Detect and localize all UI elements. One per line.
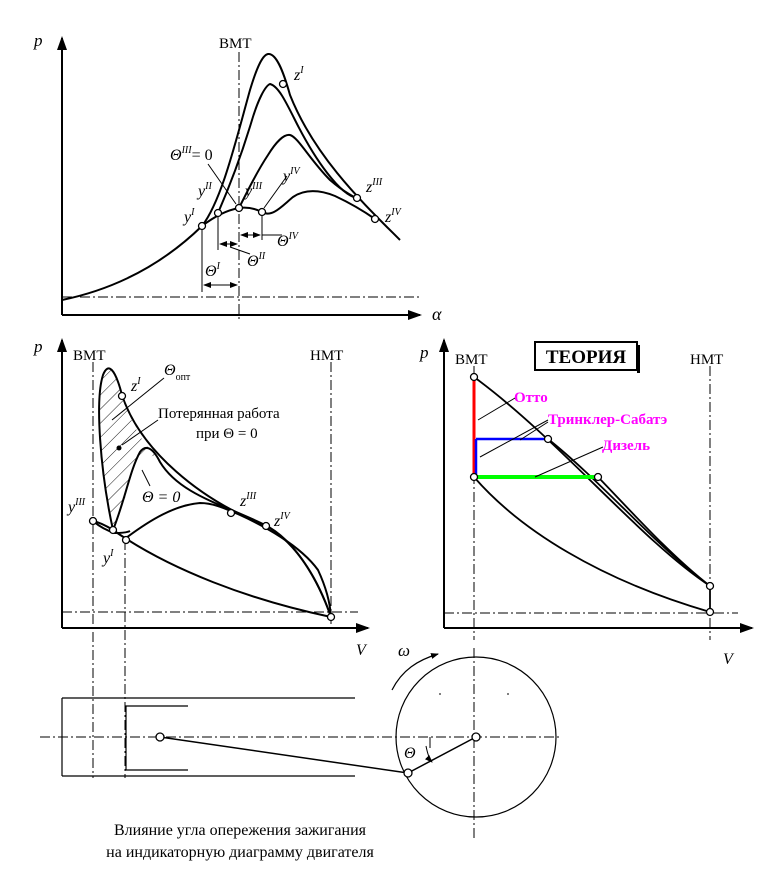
curve-I [201, 53, 401, 241]
point-diesel-end [593, 472, 603, 482]
point-compression-end [469, 472, 479, 482]
label-z3-top: zIII [365, 177, 383, 196]
bdc-label-left: НМТ [310, 348, 343, 364]
tdc-label-right: ВМТ [455, 352, 488, 368]
theory-title: ТЕОРИЯ [546, 347, 627, 368]
p-axis-label-right: p [419, 343, 429, 362]
label-theta-opt: Θопт [164, 362, 191, 383]
label-y1-top: yI [182, 207, 195, 226]
point-z4-left [261, 521, 271, 531]
point-otto-top [469, 372, 479, 382]
point-bdc-top [705, 581, 715, 591]
tdc-label-top: ВМТ [219, 36, 252, 52]
figure-caption: Влияние угла опережения зажигания на инд… [0, 820, 480, 864]
curve-IV [261, 190, 376, 220]
leader-otto [477, 397, 516, 421]
leader-sabathe-2 [519, 421, 549, 441]
point-y-mid-left [108, 525, 118, 535]
theory-title-box [534, 341, 638, 371]
label-theta-crank: Θ [404, 745, 416, 762]
leader-y4 [263, 175, 288, 209]
crank-circle [395, 656, 557, 818]
v-axis-label-left: V [356, 642, 368, 659]
point-z3-top [352, 193, 362, 203]
label-y3-top: yIII [243, 181, 263, 200]
label-y2-top: yII [196, 181, 212, 200]
leader-lost-work [121, 419, 159, 446]
pv-diagram-theory: p V ВМТ НМТ ТЕОРИЯ Отто Тринклер-Сабатэ … [419, 338, 754, 668]
curve-II [217, 82, 358, 214]
compression-line-left [92, 520, 332, 618]
point-z1-top [278, 79, 288, 89]
curve-zero-left [112, 446, 332, 618]
label-theta4: ΘIV [277, 231, 300, 250]
bdc-label-right: НМТ [690, 352, 723, 368]
label-z1-left: zI [130, 376, 141, 395]
expansion-diesel [597, 476, 711, 587]
point-y3-left [88, 516, 98, 526]
point-y1-left [121, 535, 131, 545]
label-z3-left: zIII [239, 491, 257, 510]
piston-pin [155, 732, 165, 742]
point-z1-left [117, 391, 127, 401]
point-y1-top [197, 221, 207, 231]
compression-curve [61, 206, 263, 301]
point-bdc-bottom [705, 607, 715, 617]
theory-title-box-shadow [637, 345, 640, 373]
crank-mechanism: Θ ω [40, 641, 560, 840]
crank-pin [403, 768, 413, 778]
theta-arc [424, 745, 433, 763]
lost-work-area [99, 368, 155, 530]
curve-late-left [125, 501, 332, 618]
p-axis-label-top: p [33, 31, 43, 50]
crank-center [471, 732, 481, 742]
omega-arrow [391, 653, 439, 691]
point-z3-left [226, 508, 236, 518]
leader-theta-opt [111, 377, 165, 421]
leader-theta-zero [141, 469, 151, 487]
label-z4-top: zIV [384, 207, 403, 226]
tdc-label-left: ВМТ [73, 348, 106, 364]
lost-work-dot [116, 445, 122, 451]
connecting-rod [159, 736, 409, 774]
caption-line-2: на индикаторную диаграмму двигателя [106, 844, 374, 861]
point-y2-top [213, 208, 223, 218]
pv-diagram-left: p V ВМТ НМТ zI zIII zIV yIII yI Θопт Пот… [33, 337, 370, 778]
compression-line-right [473, 476, 711, 613]
leader-diesel [534, 446, 604, 478]
label-theta3-zero: ΘIII= 0 [170, 145, 213, 164]
label-z1-top: zI [293, 65, 304, 84]
label-theta1: ΘI [205, 261, 221, 280]
lost-work-line2: при Θ = 0 [196, 426, 258, 442]
leader-theta3 [207, 163, 237, 205]
curve-III [238, 133, 358, 209]
label-diesel: Дизель [602, 438, 650, 454]
label-y3-left: yIII [66, 497, 86, 516]
label-theta2: ΘII [247, 251, 266, 270]
piston [125, 705, 188, 771]
p-axis-label-left: p [33, 337, 43, 356]
point-y4-top [257, 207, 267, 217]
caption-line-1: Влияние угла опережения зажигания [113, 822, 367, 839]
label-y1-left: yI [101, 548, 114, 567]
lost-work-line1: Потерянная работа [158, 406, 280, 422]
v-axis-label-right: V [723, 651, 735, 668]
point-y3-top [234, 203, 244, 213]
label-z4-left: zIV [273, 511, 292, 530]
label-theta-zero-left: Θ = 0 [142, 489, 180, 506]
point-bdc-left [326, 612, 336, 622]
label-y4-top: yIV [281, 166, 301, 185]
alpha-axis-label: α [432, 304, 442, 324]
label-sabathe: Тринклер-Сабатэ [548, 412, 667, 428]
p-alpha-diagram: p α ВМТ zI zIII zIV yI yII yIII yIV ΘIII… [33, 31, 442, 324]
point-z4-top [370, 214, 380, 224]
label-omega: ω [398, 641, 410, 660]
leader-theta2 [229, 246, 251, 255]
crank-arm [407, 736, 477, 774]
leader-sabathe-1 [479, 419, 549, 458]
point-sabathe-end [543, 434, 553, 444]
label-otto: Отто [514, 390, 548, 406]
